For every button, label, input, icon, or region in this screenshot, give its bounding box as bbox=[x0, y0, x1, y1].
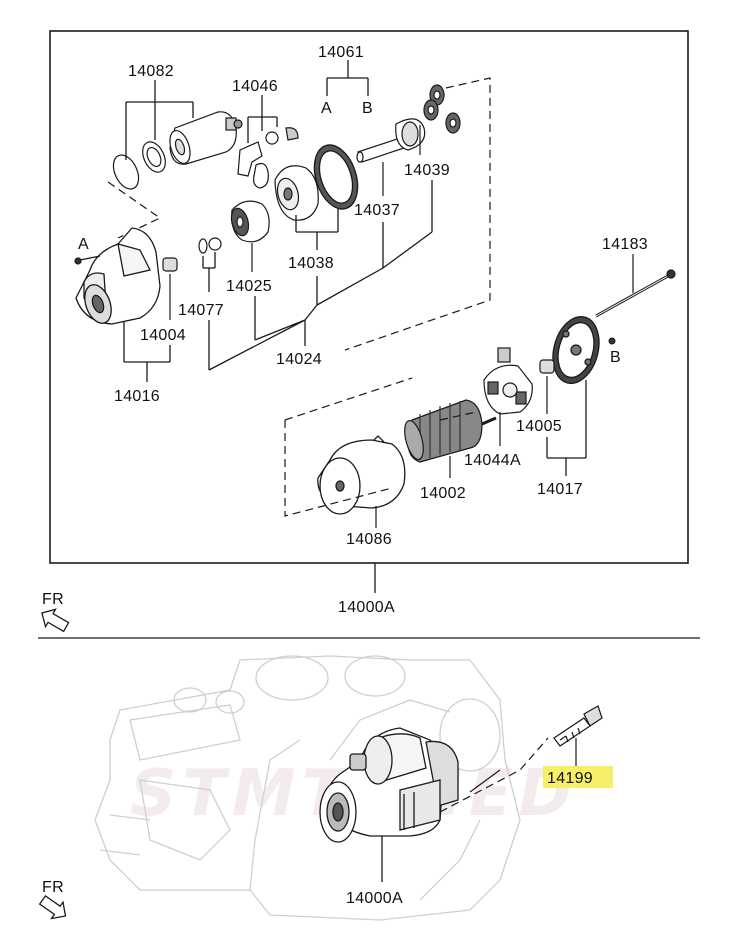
fr-arrow-bottom-icon bbox=[38, 894, 67, 920]
label-14086: 14086 bbox=[346, 531, 392, 548]
exploded-view-frame bbox=[49, 30, 689, 564]
rear-cover-part bbox=[552, 316, 600, 384]
label-14046: 14046 bbox=[232, 78, 278, 95]
callout-14017 bbox=[546, 380, 587, 476]
fr-arrow-top-icon bbox=[41, 608, 70, 633]
callout-14024 bbox=[208, 180, 433, 371]
gear-set-part bbox=[423, 84, 461, 134]
label-14061: 14061 bbox=[318, 44, 364, 61]
callout-14077 bbox=[202, 252, 216, 292]
callout-14082 bbox=[125, 80, 194, 160]
bolt-a-part bbox=[74, 255, 101, 265]
engine-block-ghost bbox=[94, 655, 521, 921]
fr-label-top: FR bbox=[42, 591, 64, 608]
bolt-b-part bbox=[608, 337, 616, 345]
rear-bushing-part bbox=[539, 359, 555, 374]
label-14017: 14017 bbox=[537, 481, 583, 498]
label-14025: 14025 bbox=[226, 278, 272, 295]
label-14183: 14183 bbox=[602, 236, 648, 253]
label-14004: 14004 bbox=[140, 327, 186, 344]
dash-leader-mount-bolt bbox=[439, 737, 549, 813]
label-14016: 14016 bbox=[114, 388, 160, 405]
overrunning-clutch-part bbox=[230, 200, 270, 243]
label-14002: 14002 bbox=[420, 485, 466, 502]
front-housing-part bbox=[75, 227, 161, 325]
bushing-part bbox=[162, 257, 178, 272]
label-bolt-a: A bbox=[78, 236, 89, 253]
label-bolt-b: B bbox=[610, 349, 621, 366]
center-bracket-part bbox=[274, 165, 319, 221]
callout-14046 bbox=[247, 95, 278, 143]
callout-14038 bbox=[295, 208, 339, 250]
fr-label-bottom: FR bbox=[42, 879, 64, 896]
label-14005: 14005 bbox=[516, 418, 562, 435]
label-14082: 14082 bbox=[128, 63, 174, 80]
dash-leader-lower-group bbox=[284, 377, 477, 517]
clutch-washer bbox=[208, 237, 222, 251]
highlight-14199 bbox=[543, 766, 613, 788]
shift-lever-part bbox=[237, 127, 299, 189]
label-14037: 14037 bbox=[354, 202, 400, 219]
label-14061-b: B bbox=[362, 100, 373, 117]
solenoid-gaskets bbox=[112, 141, 166, 190]
yoke-part bbox=[317, 435, 406, 515]
dash-leader-mount-bolt-lower bbox=[469, 769, 501, 793]
label-14199: 14199 bbox=[547, 770, 593, 787]
brush-holder-part bbox=[483, 347, 533, 415]
label-14000a-bottom: 14000A bbox=[346, 890, 403, 907]
label-14000a-top: 14000A bbox=[338, 599, 395, 616]
assembled-starter-part bbox=[319, 727, 459, 843]
label-14038: 14038 bbox=[288, 255, 334, 272]
label-14044a: 14044A bbox=[464, 452, 521, 469]
callout-14061 bbox=[326, 60, 369, 96]
label-14061-a: A bbox=[321, 100, 332, 117]
label-14024: 14024 bbox=[276, 351, 322, 368]
clutch-ring bbox=[198, 238, 208, 254]
callout-14016 bbox=[123, 322, 171, 382]
mount-bolt-part bbox=[553, 705, 603, 747]
solenoid-part bbox=[169, 111, 243, 165]
through-bolt-part bbox=[595, 269, 676, 318]
armature-part bbox=[404, 399, 497, 463]
ring-gear-part bbox=[313, 144, 359, 210]
label-14039: 14039 bbox=[404, 162, 450, 179]
dash-leader-upper-group bbox=[344, 77, 491, 351]
planetary-shaft-part bbox=[356, 118, 426, 163]
label-14077: 14077 bbox=[178, 302, 224, 319]
